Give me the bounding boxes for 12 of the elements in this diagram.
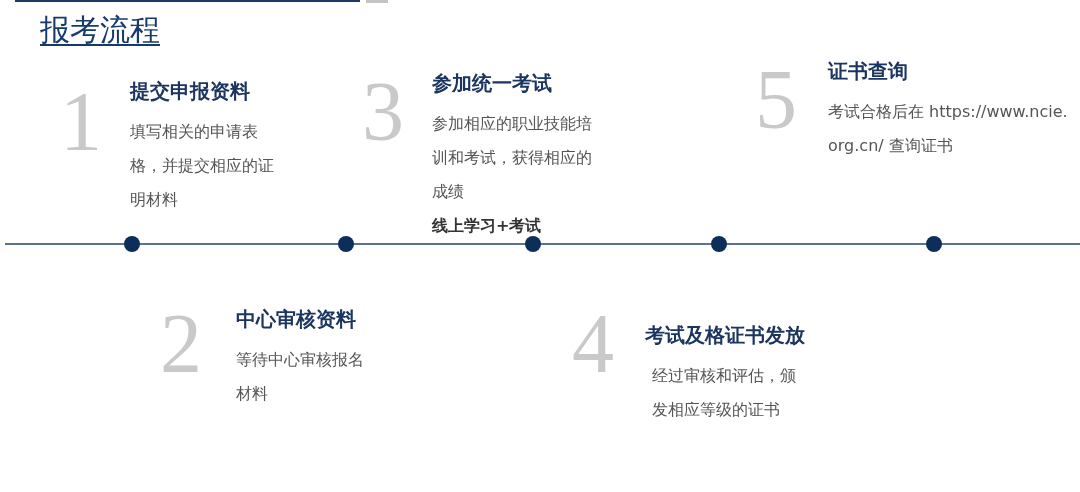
step-heading: 中心审核资料 bbox=[236, 306, 357, 333]
step-heading: 证书查询 bbox=[828, 58, 909, 85]
step-description: 考试合格后在 https://www.ncie.org.cn/ 查询证书 bbox=[828, 101, 1068, 157]
step-heading: 参加统一考试 bbox=[432, 70, 553, 97]
step-description: 等待中心审核报名材料 bbox=[236, 349, 365, 405]
step-heading: 提交申报资料 bbox=[130, 78, 251, 105]
step-note: 线上学习+考试 bbox=[432, 215, 543, 237]
page-title: 报考流程 bbox=[40, 11, 160, 49]
step-heading: 考试及格证书发放 bbox=[645, 322, 805, 349]
step-description: 填写相关的申请表格，并提交相应的证明材料 bbox=[130, 121, 275, 211]
step-description: 参加相应的职业技能培训和考试，获得相应的成绩 bbox=[432, 113, 593, 203]
step-description: 经过审核和评估，颁发相应等级的证书 bbox=[652, 365, 797, 421]
